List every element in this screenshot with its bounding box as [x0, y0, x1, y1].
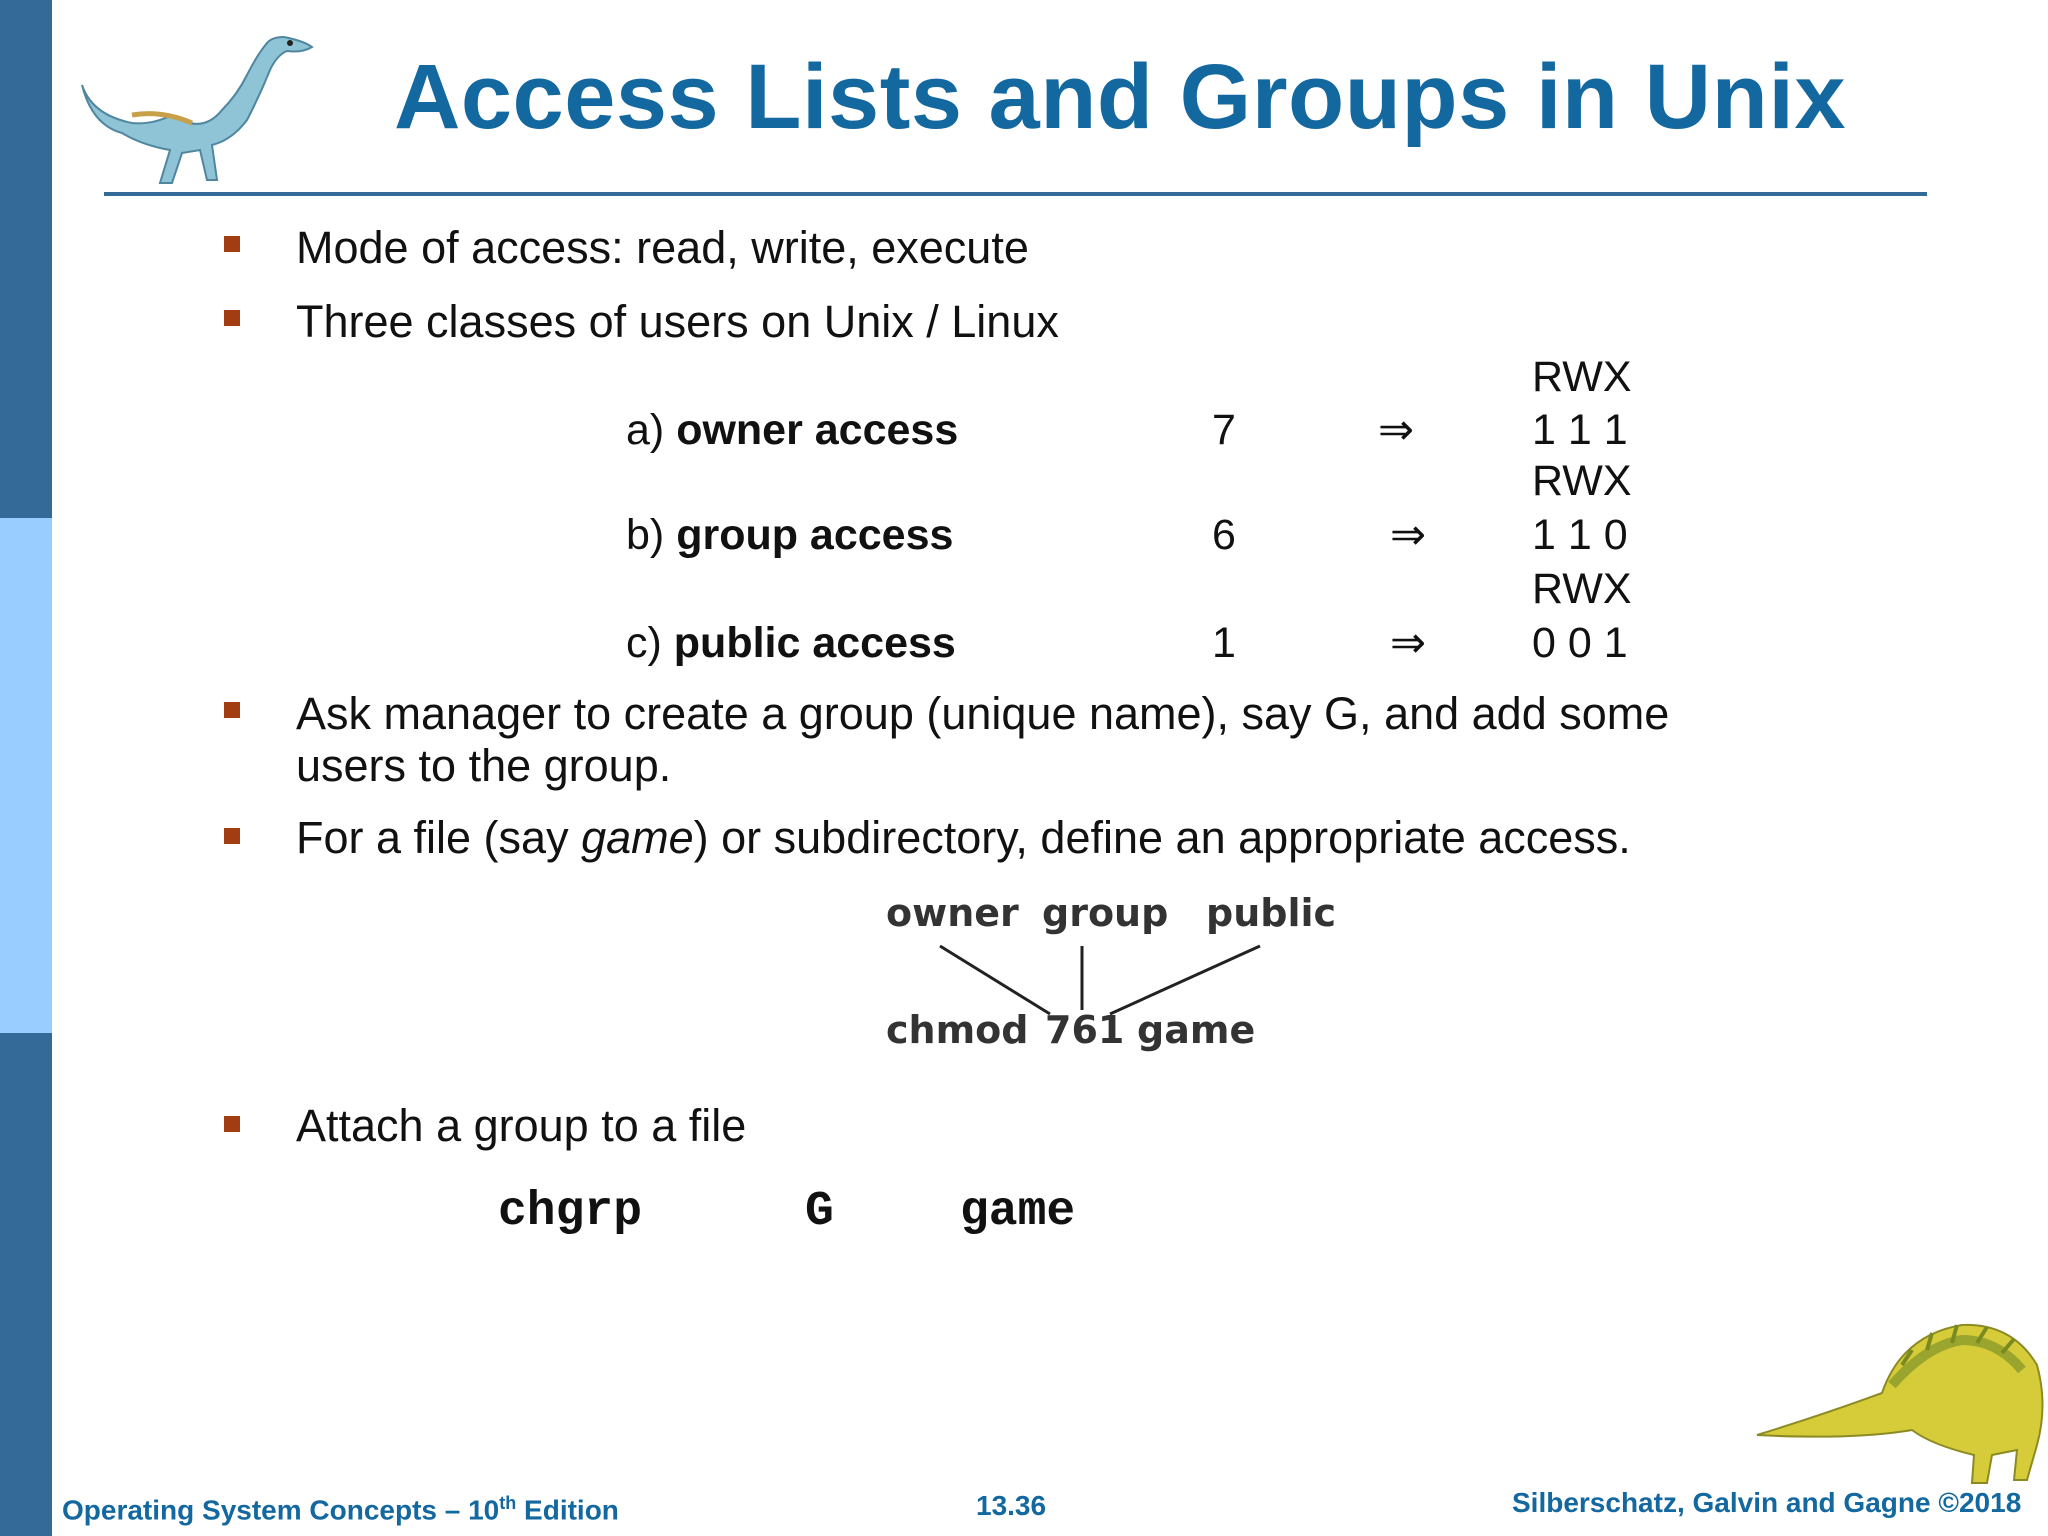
dinosaur-logo-icon	[81, 35, 314, 184]
bullet-mode-of-access: Mode of access: read, write, execute	[296, 222, 1029, 273]
group-access-bits: 1 1 0	[1532, 511, 1628, 559]
bullet-marker	[224, 1116, 240, 1132]
group-access-octal: 6	[1212, 511, 1236, 559]
bullet-marker	[224, 828, 240, 844]
bullet-marker	[224, 310, 240, 326]
implies-arrow: ⇒	[1390, 619, 1427, 667]
owner-access-octal: 7	[1212, 406, 1236, 454]
public-access-octal: 1	[1212, 619, 1236, 667]
bullet-create-group-line1: Ask manager to create a group (unique na…	[296, 688, 1670, 739]
bullet-user-classes: Three classes of users on Unix / Linux	[296, 296, 1059, 347]
footer-page-number: 13.36	[976, 1490, 1047, 1521]
diagram-chmod-command: chmod	[886, 1008, 1028, 1052]
implies-arrow: ⇒	[1390, 511, 1427, 559]
rwx-header-owner: RWX	[1532, 353, 1632, 401]
footer-authors: Silberschatz, Galvin and Gagne ©2018	[1512, 1487, 2022, 1518]
sidebar-stripe-highlight	[0, 518, 52, 1033]
owner-connector-line	[939, 944, 1051, 1016]
bullet-marker	[224, 236, 240, 252]
rwx-header-public: RWX	[1532, 565, 1632, 613]
sidebar-stripe	[0, 0, 52, 1536]
public-connector-line	[1109, 944, 1261, 1016]
bullet-define-access: For a file (say game) or subdirectory, d…	[296, 812, 1631, 863]
rwx-header-group: RWX	[1532, 457, 1632, 505]
diagram-owner-label: owner	[886, 891, 1019, 935]
chgrp-file-arg: game	[960, 1185, 1076, 1239]
filename-game: game	[581, 812, 694, 863]
group-access-label: b) group access	[626, 511, 954, 559]
title-divider	[104, 192, 1927, 196]
owner-access-bits: 1 1 1	[1532, 406, 1628, 454]
chgrp-group-arg: G	[805, 1185, 834, 1239]
diagram-group-label: group	[1042, 891, 1168, 935]
public-access-bits: 0 0 1	[1532, 619, 1628, 667]
owner-access-label: a) owner access	[626, 406, 959, 454]
slide-title: Access Lists and Groups in Unix	[393, 46, 1847, 148]
bullet-marker	[224, 702, 240, 718]
diagram-mode-digits: 761	[1045, 1008, 1124, 1052]
chgrp-command: chgrp	[498, 1185, 643, 1239]
bullet-attach-group: Attach a group to a file	[296, 1100, 747, 1151]
chmod-diagram: owner group public chmod 761 game	[886, 891, 1336, 1052]
bullet-create-group-line2: users to the group.	[296, 740, 672, 791]
public-access-label: c) public access	[626, 619, 956, 667]
bullet-create-group: Ask manager to create a group (unique na…	[296, 688, 1669, 792]
dinosaur-illustration-icon	[1756, 1323, 2044, 1484]
footer-book-title: Operating System Concepts – 10th Edition	[62, 1493, 619, 1526]
diagram-public-label: public	[1206, 891, 1336, 935]
implies-arrow: ⇒	[1378, 406, 1415, 454]
diagram-file-name: game	[1137, 1008, 1255, 1052]
